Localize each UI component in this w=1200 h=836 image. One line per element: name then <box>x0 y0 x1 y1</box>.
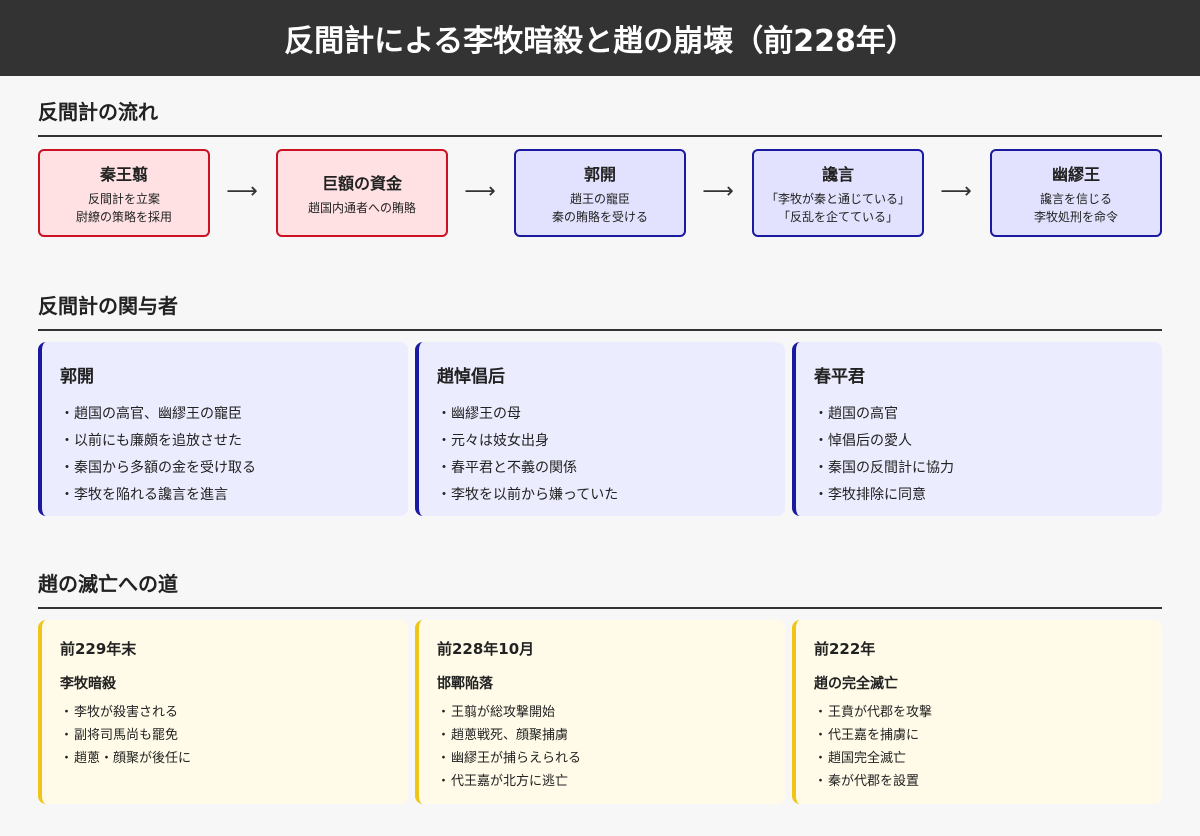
node-title: 巨額の資金 <box>321 173 402 193</box>
bullet: ・ <box>60 487 74 503</box>
bullet: ・ <box>437 774 451 789</box>
list-item: ・悼倡后の愛人 <box>814 428 1144 455</box>
bullet: ・ <box>437 728 451 743</box>
node-title: 幽繆王 <box>1051 164 1100 184</box>
flow-node-qin-king: 秦王翦 反間計を立案 尉繚の策略を採用 <box>38 149 210 237</box>
node-desc: 反間計を立案 尉繚の策略を採用 <box>75 191 172 224</box>
flow-node-guo-kai: 郭開 趙王の寵臣 秦の賄賂を受ける <box>514 149 686 237</box>
list-item: ・趙国の高官、幽繆王の寵臣 <box>60 401 390 428</box>
actor-card-guo-kai: 郭開 ・趙国の高官、幽繆王の寵臣 ・以前にも廉頗を追放させた ・秦国から多額の金… <box>38 342 408 516</box>
list-item: ・趙国完全滅亡 <box>814 747 1144 770</box>
list-item: ・秦国から多額の金を受け取る <box>60 455 390 482</box>
bullet: ・ <box>814 487 828 503</box>
section-title-actors: 反間計の関与者 <box>38 290 1162 331</box>
list-item: ・秦が代郡を設置 <box>814 770 1144 793</box>
section-title-road: 趙の滅亡への道 <box>38 568 1162 609</box>
list-item: ・趙蔥戦死、顔聚捕虜 <box>437 724 767 747</box>
stage-date: 前229年末 <box>60 640 137 658</box>
page-title: 反間計による李牧暗殺と趙の崩壊（前228年） <box>0 0 1200 76</box>
bullet: ・ <box>814 433 828 449</box>
actor-card-chunping-jun: 春平君 ・趙国の高官 ・悼倡后の愛人 ・秦国の反間計に協力 ・李牧排除に同意 <box>792 342 1162 516</box>
actor-card-queen-mother: 趙悼倡后 ・幽繆王の母 ・元々は妓女出身 ・春平君と不義の関係 ・李牧を以前から… <box>415 342 785 516</box>
list-item: ・幽繆王が捕らえられる <box>437 747 767 770</box>
list-item: ・秦国の反間計に協力 <box>814 455 1144 482</box>
section-title-flow: 反間計の流れ <box>38 96 1162 137</box>
list-item: ・春平君と不義の関係 <box>437 455 767 482</box>
bullet: ・ <box>60 433 74 449</box>
list-item: ・幽繆王の母 <box>437 401 767 428</box>
bullet: ・ <box>814 460 828 476</box>
list-item: ・以前にも廉頗を追放させた <box>60 428 390 455</box>
bullet: ・ <box>60 751 74 766</box>
card-title: 郭開 <box>60 367 94 387</box>
stage-card-222: 前222年 趙の完全滅亡 ・王賁が代郡を攻撃 ・代王嘉を捕虜に ・趙国完全滅亡 … <box>792 620 1162 804</box>
list-item: ・王賁が代郡を攻撃 <box>814 701 1144 724</box>
list-item: ・趙国の高官 <box>814 401 1144 428</box>
card-title: 趙悼倡后 <box>437 367 505 387</box>
bullet: ・ <box>60 705 74 720</box>
bullet: ・ <box>814 406 828 422</box>
stage-card-228: 前228年10月 邯鄲陥落 ・王翦が総攻撃開始 ・趙蔥戦死、顔聚捕虜 ・幽繆王が… <box>415 620 785 804</box>
node-title: 郭開 <box>583 164 616 184</box>
bullet: ・ <box>814 751 828 766</box>
node-title: 讒言 <box>821 164 854 184</box>
list-item: ・代王嘉が北方に逃亡 <box>437 770 767 793</box>
list-item: ・代王嘉を捕虜に <box>814 724 1144 747</box>
bullet: ・ <box>437 460 451 476</box>
list-item: ・王翦が総攻撃開始 <box>437 701 767 724</box>
list-item: ・李牧を以前から嫌っていた <box>437 482 767 509</box>
stage-date: 前222年 <box>814 640 876 658</box>
node-desc: 趙国内通者への賄賂 <box>307 200 416 215</box>
stage-subtitle: 趙の完全滅亡 <box>814 676 898 692</box>
bullet: ・ <box>814 728 828 743</box>
stage-date: 前228年10月 <box>437 640 535 658</box>
list-item: ・元々は妓女出身 <box>437 428 767 455</box>
arrow-right-icon: ⟶ <box>226 179 258 204</box>
stage-card-229: 前229年末 李牧暗殺 ・李牧が殺害される ・副将司馬尚も罷免 ・趙蔥・顔聚が後… <box>38 620 408 804</box>
bullet: ・ <box>814 705 828 720</box>
node-desc: 讒言を信じる 李牧処刑を命令 <box>1033 191 1118 224</box>
node-title: 秦王翦 <box>99 164 148 184</box>
bullet: ・ <box>814 774 828 789</box>
flow-diagram: 秦王翦 反間計を立案 尉繚の策略を採用 ⟶ 巨額の資金 趙国内通者への賄賂 ⟶ … <box>38 149 1162 237</box>
stage-subtitle: 邯鄲陥落 <box>437 676 493 692</box>
arrow-right-icon: ⟶ <box>702 179 734 204</box>
bullet: ・ <box>60 406 74 422</box>
list-item: ・副将司馬尚も罷免 <box>60 724 390 747</box>
bullet: ・ <box>437 487 451 503</box>
node-desc: 趙王の寵臣 秦の賄賂を受ける <box>551 191 648 224</box>
bullet: ・ <box>437 406 451 422</box>
node-desc: 「李牧が秦と通じている」 「反乱を企てている」 <box>765 191 910 224</box>
arrow-right-icon: ⟶ <box>464 179 496 204</box>
list-item: ・李牧を陥れる讒言を進言 <box>60 482 390 509</box>
flow-node-king: 幽繆王 讒言を信じる 李牧処刑を命令 <box>990 149 1162 237</box>
flow-node-slander: 讒言 「李牧が秦と通じている」 「反乱を企てている」 <box>752 149 924 237</box>
flow-node-funds: 巨額の資金 趙国内通者への賄賂 <box>276 149 448 237</box>
card-title: 春平君 <box>814 367 865 387</box>
stage-subtitle: 李牧暗殺 <box>60 676 116 692</box>
bullet: ・ <box>60 460 74 476</box>
bullet: ・ <box>60 728 74 743</box>
list-item: ・李牧が殺害される <box>60 701 390 724</box>
list-item: ・李牧排除に同意 <box>814 482 1144 509</box>
bullet: ・ <box>437 705 451 720</box>
list-item: ・趙蔥・顔聚が後任に <box>60 747 390 770</box>
arrow-right-icon: ⟶ <box>940 179 972 204</box>
bullet: ・ <box>437 751 451 766</box>
bullet: ・ <box>437 433 451 449</box>
